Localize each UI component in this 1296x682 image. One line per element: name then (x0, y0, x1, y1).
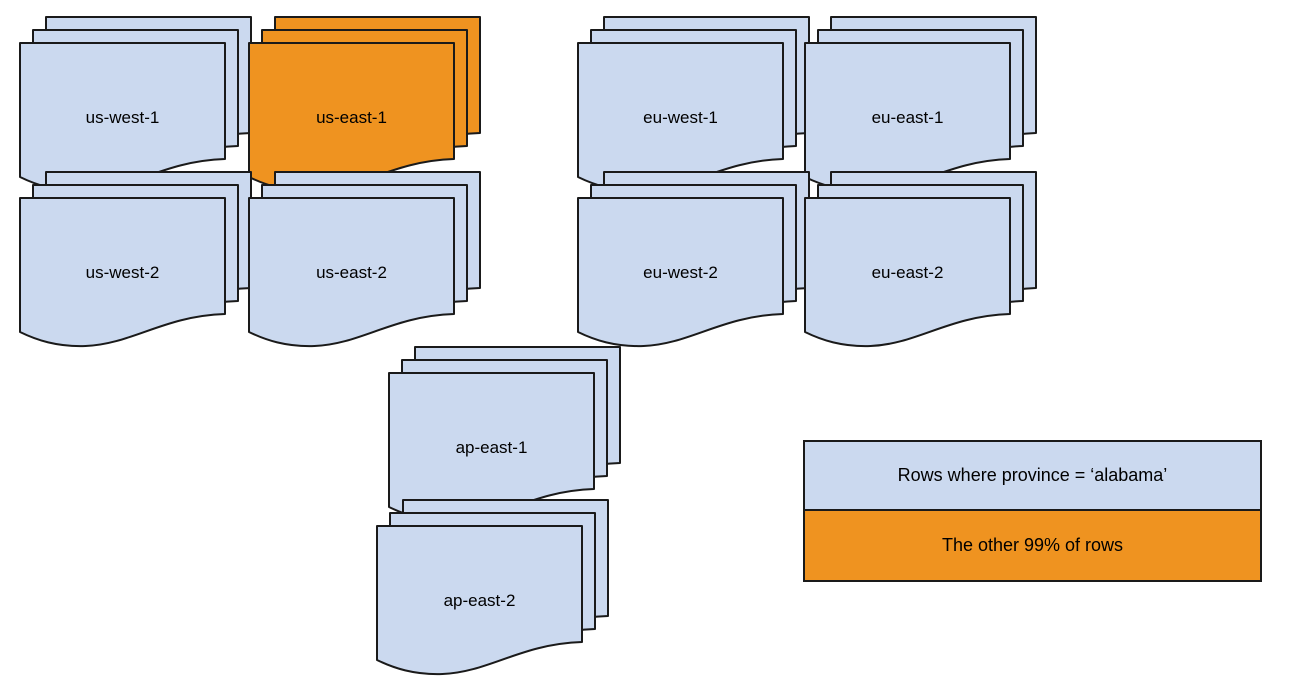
document-stack-eu-west-1[interactable]: eu-west-1 (574, 13, 815, 199)
document-sheet-front (804, 197, 1011, 348)
document-sheet-front (19, 197, 226, 348)
document-stack-ap-east-2[interactable]: ap-east-2 (373, 496, 614, 682)
document-stack-shape (577, 16, 810, 193)
legend-row-label: Rows where province = ‘alabama’ (897, 465, 1168, 485)
document-stack-shape (577, 171, 810, 348)
document-stack-shape (19, 171, 252, 348)
document-stack-eu-east-2[interactable]: eu-east-2 (801, 168, 1042, 354)
document-stack-eu-west-2[interactable]: eu-west-2 (574, 168, 815, 354)
document-sheet-front (577, 197, 784, 348)
document-sheet-front (376, 525, 583, 676)
legend-row-label: The other 99% of rows (941, 535, 1124, 555)
document-stack-shape (248, 171, 481, 348)
document-stack-us-east-2[interactable]: us-east-2 (245, 168, 486, 354)
legend-row-blue: Rows where province = ‘alabama’ (805, 442, 1260, 511)
document-stack-shape (804, 171, 1037, 348)
document-stack-shape (804, 16, 1037, 193)
legend: Rows where province = ‘alabama’ The other… (803, 440, 1262, 582)
document-stack-us-west-2[interactable]: us-west-2 (16, 168, 257, 354)
document-sheet-front (248, 197, 455, 348)
legend-row-orange: The other 99% of rows (805, 511, 1260, 580)
document-stack-shape (376, 499, 609, 676)
document-stack-us-east-1[interactable]: us-east-1 (245, 13, 486, 199)
document-stack-shape (248, 16, 481, 193)
